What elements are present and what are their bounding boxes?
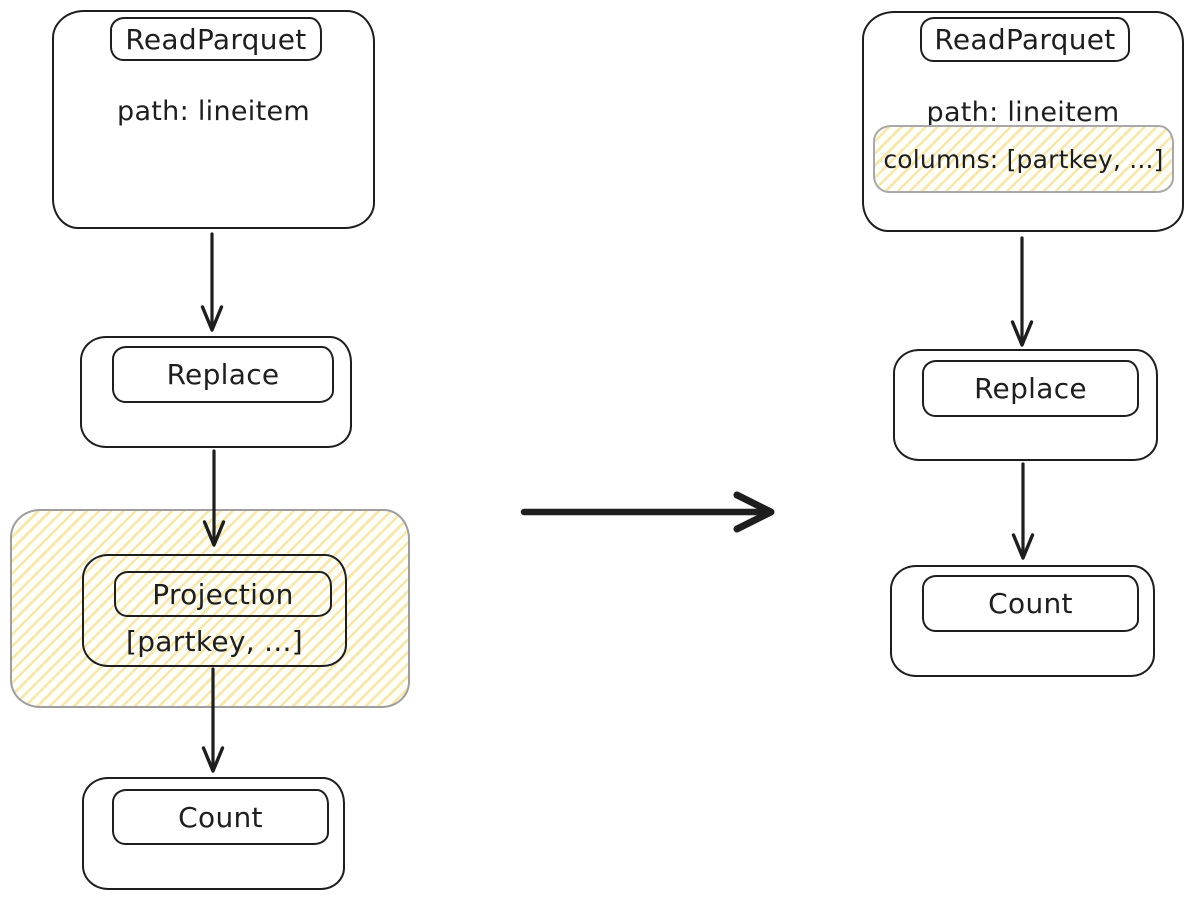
node-attr-path: path: lineitem <box>117 96 310 127</box>
node-projection-before: Projection [partkey, ...] <box>82 554 347 667</box>
node-title: ReadParquet <box>125 22 307 56</box>
arrow-down-icon <box>1011 462 1035 560</box>
node-count-after: Count <box>890 565 1155 677</box>
node-replace-after: Replace <box>893 349 1158 461</box>
transform-arrow-icon <box>520 491 775 533</box>
node-title-pill: Count <box>922 575 1139 632</box>
node-attr-path: path: lineitem <box>926 97 1120 128</box>
node-readparquet-before: ReadParquet path: lineitem <box>52 10 375 229</box>
node-title-pill: Projection <box>114 571 332 617</box>
node-title-pill: ReadParquet <box>110 17 322 61</box>
node-title: Projection <box>152 577 294 611</box>
node-title: Count <box>178 800 263 834</box>
projection-highlight-region: Projection [partkey, ...] <box>10 509 410 708</box>
node-count-before: Count <box>82 777 345 890</box>
node-title: Replace <box>166 358 280 391</box>
node-title-pill: Count <box>112 789 329 845</box>
node-title: Count <box>988 587 1073 620</box>
node-title-pill: Replace <box>112 346 334 403</box>
node-title-pill: Replace <box>922 360 1139 417</box>
node-attr-columns: columns: [partkey, ...] <box>883 144 1164 174</box>
node-attr-columns: [partkey, ...] <box>126 625 303 658</box>
arrow-down-icon <box>200 232 224 332</box>
node-title-pill: ReadParquet <box>920 17 1130 62</box>
node-title: ReadParquet <box>934 23 1116 56</box>
node-title: Replace <box>974 372 1087 405</box>
node-replace-before: Replace <box>80 336 352 448</box>
arrow-down-icon <box>1010 236 1034 347</box>
node-readparquet-after: ReadParquet path: lineitem columns: [par… <box>862 11 1184 232</box>
pushed-down-columns-highlight: columns: [partkey, ...] <box>873 125 1174 193</box>
